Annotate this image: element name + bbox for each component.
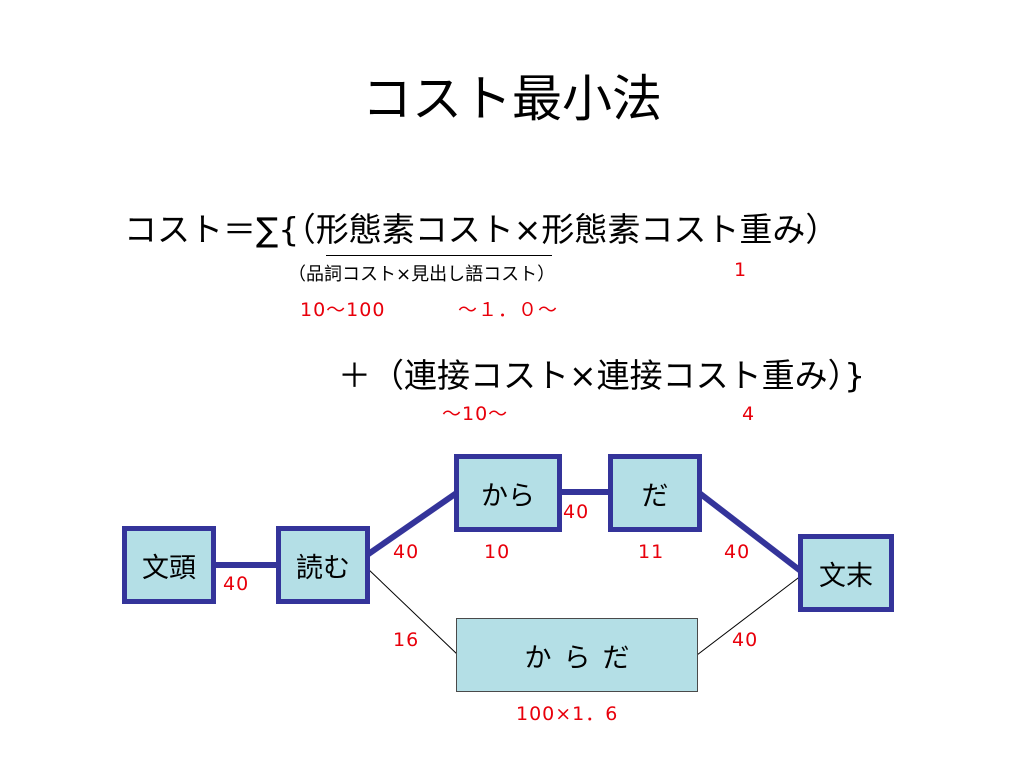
edge-karada-bunmatsu — [696, 574, 803, 656]
weight-range: ～１．０～ — [458, 299, 559, 321]
node-da: だ — [608, 454, 702, 532]
edge-da-bunmatsu — [696, 489, 804, 575]
label-yomu-karada: 16 — [393, 629, 420, 651]
node-bunto: 文頭 — [122, 526, 216, 604]
cost-formula-line2: ＋（連接コスト×連接コスト重み）} — [338, 356, 866, 395]
slide-title: コスト最小法 — [362, 70, 662, 128]
node-bunmatsu: 文末 — [798, 534, 894, 612]
morpheme-cost-range: 10～100 — [300, 299, 386, 321]
label-da-cost: 11 — [638, 541, 665, 563]
connection-weight-value: 4 — [742, 403, 756, 425]
node-kara: から — [454, 454, 562, 532]
edge-yomu-karada — [366, 567, 459, 656]
edge-yomu-kara — [365, 489, 460, 558]
node-yomu: 読む — [276, 526, 370, 604]
node-karada: からだ — [456, 618, 698, 692]
label-karada-bunmatsu: 40 — [732, 629, 759, 651]
label-da-bunmatsu: 40 — [724, 541, 751, 563]
label-karada-cost: 100×1．6 — [516, 703, 619, 725]
morpheme-weight-value: 1 — [734, 259, 748, 281]
label-bunto-yomu: 40 — [223, 573, 250, 595]
connection-cost-range: ～10～ — [442, 403, 509, 425]
label-yomu-kara: 40 — [393, 541, 420, 563]
label-kara-cost: 10 — [484, 541, 511, 563]
morpheme-cost-note: （品詞コスト×見出し語コスト） — [288, 264, 556, 285]
label-kara-da: 40 — [563, 501, 590, 523]
cost-formula-line1: コスト＝∑{（形態素コスト×形態素コスト重み） — [124, 210, 839, 249]
formula-underline — [326, 255, 552, 256]
